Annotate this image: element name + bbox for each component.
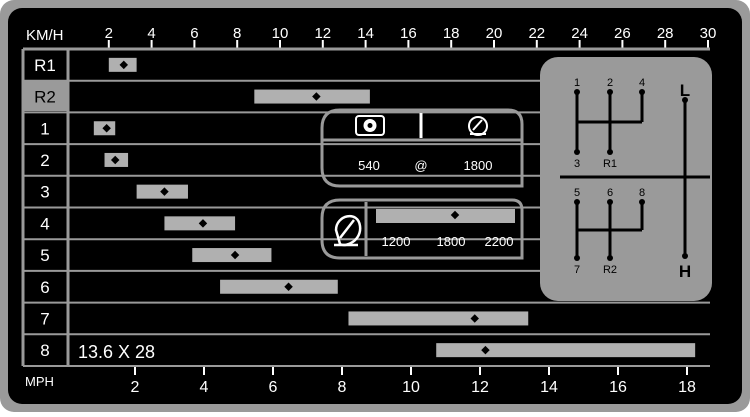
pto-shaft-icon bbox=[355, 115, 385, 136]
kmh-tick-label: 30 bbox=[700, 25, 717, 42]
gear-label: 6 bbox=[40, 278, 49, 297]
mph-tick-label: 4 bbox=[200, 379, 209, 396]
kmh-tick-label: 14 bbox=[357, 25, 374, 42]
engine-range-bar bbox=[376, 209, 515, 223]
kmh-tick-label: 4 bbox=[147, 25, 155, 42]
gear-label: R2 bbox=[34, 88, 56, 107]
shift-gear-1: 1 bbox=[574, 77, 580, 89]
shift-gear-r1: R1 bbox=[603, 158, 617, 170]
kmh-tick-label: 24 bbox=[571, 25, 588, 42]
shift-gear-r2: R2 bbox=[603, 264, 617, 276]
mph-tick-label: 10 bbox=[402, 379, 420, 396]
range-high-label: H bbox=[679, 262, 691, 281]
shift-pattern-lines bbox=[560, 90, 710, 260]
kmh-tick-label: 26 bbox=[614, 25, 631, 42]
tyre-size: 13.6 X 28 bbox=[78, 342, 155, 362]
gear-speed-bar bbox=[220, 279, 338, 294]
gear-rated-marker bbox=[481, 345, 490, 355]
engine-high-rpm: 2200 bbox=[485, 234, 514, 249]
engine-rated-marker bbox=[450, 210, 460, 220]
gear-label: 2 bbox=[40, 151, 49, 170]
shift-gear-7: 7 bbox=[574, 264, 580, 276]
gear-rated-marker bbox=[284, 282, 293, 291]
engine-rated-rpm: 1800 bbox=[437, 234, 466, 249]
engine-range-panel: 1200 1800 2200 bbox=[320, 198, 524, 260]
mph-unit-label: MPH bbox=[25, 374, 54, 389]
gear-rated-marker bbox=[198, 219, 208, 228]
shift-gear-8: 8 bbox=[639, 187, 645, 199]
gear-rated-marker bbox=[110, 155, 120, 165]
mph-tick-label: 14 bbox=[540, 379, 558, 396]
kmh-tick-label: 6 bbox=[190, 25, 198, 42]
gear-label: 5 bbox=[40, 246, 49, 265]
mph-tick-label: 6 bbox=[269, 379, 278, 396]
mph-tick-label: 16 bbox=[609, 379, 627, 396]
gear-rated-marker bbox=[470, 314, 479, 323]
engine-icon bbox=[334, 215, 362, 247]
gear-speed-bar bbox=[436, 343, 696, 358]
mph-tick-label: 2 bbox=[131, 379, 140, 396]
shift-gear-2: 2 bbox=[607, 77, 613, 89]
kmh-tick-label: 2 bbox=[105, 25, 113, 42]
mph-tick-label: 8 bbox=[338, 379, 347, 396]
gear-label: 7 bbox=[40, 309, 49, 328]
gear-rated-marker bbox=[312, 92, 321, 101]
pto-speed: 540 bbox=[358, 158, 380, 173]
kmh-tick-label: 18 bbox=[443, 25, 460, 42]
gear-label: 4 bbox=[40, 214, 49, 233]
range-low-label: L bbox=[680, 81, 690, 100]
mph-tick-label: 12 bbox=[471, 379, 489, 396]
shift-gear-6: 6 bbox=[607, 187, 613, 199]
gear-label: 1 bbox=[40, 119, 49, 138]
r2-label-highlight bbox=[24, 81, 67, 111]
kmh-tick-label: 22 bbox=[528, 25, 545, 42]
shift-pattern-panel: 1 2 4 3 R1 5 6 8 7 R2 L H bbox=[540, 57, 712, 301]
gear-speed-bar bbox=[348, 311, 529, 326]
kmh-tick-label: 20 bbox=[486, 25, 503, 42]
gear-speed-bar bbox=[254, 89, 370, 104]
gear-label: 8 bbox=[40, 341, 49, 360]
kmh-tick-label: 16 bbox=[400, 25, 417, 42]
gear-label: 3 bbox=[40, 183, 49, 202]
shift-gear-3: 3 bbox=[574, 158, 580, 170]
kmh-tick-label: 10 bbox=[272, 25, 289, 42]
mph-axis: 2 4 6 8 10 12 14 16 18 bbox=[131, 365, 696, 396]
gear-label: R1 bbox=[34, 56, 56, 75]
gear-rated-marker bbox=[119, 60, 129, 70]
kmh-tick-label: 8 bbox=[233, 25, 241, 42]
engine-low-rpm: 1200 bbox=[382, 234, 411, 249]
gear-rated-marker bbox=[160, 187, 169, 196]
shift-gear-5: 5 bbox=[574, 187, 580, 199]
mph-tick-label: 18 bbox=[678, 379, 696, 396]
kmh-tick-label: 28 bbox=[657, 25, 674, 42]
pto-panel: 540 @ 1800 bbox=[320, 108, 524, 188]
pto-engine-speed: 1800 bbox=[464, 158, 493, 173]
kmh-tick-label: 12 bbox=[314, 25, 331, 42]
engine-speed-icon bbox=[468, 116, 488, 136]
gear-rated-marker bbox=[102, 124, 111, 133]
pto-at-symbol: @ bbox=[414, 158, 427, 173]
kmh-unit-label: KM/H bbox=[26, 27, 64, 44]
shift-gear-4: 4 bbox=[639, 77, 645, 89]
